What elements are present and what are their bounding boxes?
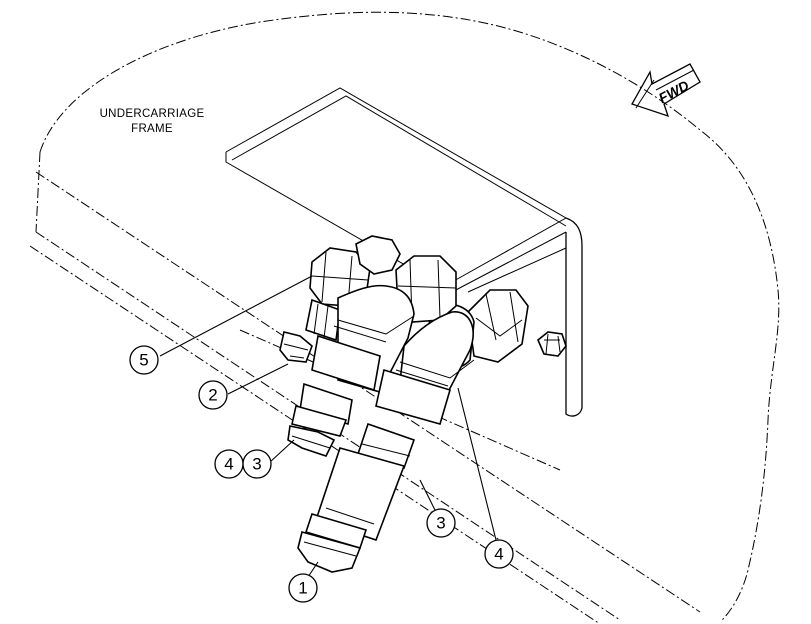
fwd-arrow-icon: FWD [631,63,701,118]
fitting-2-cap [279,331,313,363]
callout-2-number: 2 [208,386,217,405]
callout-5: 5 [129,345,159,375]
mounting-bracket [225,87,583,417]
leader-lines [159,275,499,581]
callout-4-right: 4 [484,539,514,569]
callout-3-left-number: 3 [252,455,261,474]
callout-5-number: 5 [139,351,148,370]
callout-4-right-number: 4 [494,545,503,564]
right-elbow-hose [297,311,475,573]
callout-1-number: 1 [298,579,307,598]
callout-3-left: 3 [242,449,272,479]
bracket-bolt [537,331,567,357]
callout-4-left: 4 [214,449,244,479]
callout-1: 1 [288,573,318,603]
frame-label-line2: FRAME [131,123,173,135]
callout-3-right: 3 [426,508,456,538]
frame-label: UNDERCARRIAGE FRAME [100,108,205,135]
callout-4-left-number: 4 [224,455,233,474]
callout-3-right-number: 3 [436,514,445,533]
fwd-text: FWD [656,77,692,106]
left-elbow-hose [287,284,415,457]
callout-2: 2 [198,380,228,410]
frame-label-line1: UNDERCARRIAGE [100,108,205,120]
